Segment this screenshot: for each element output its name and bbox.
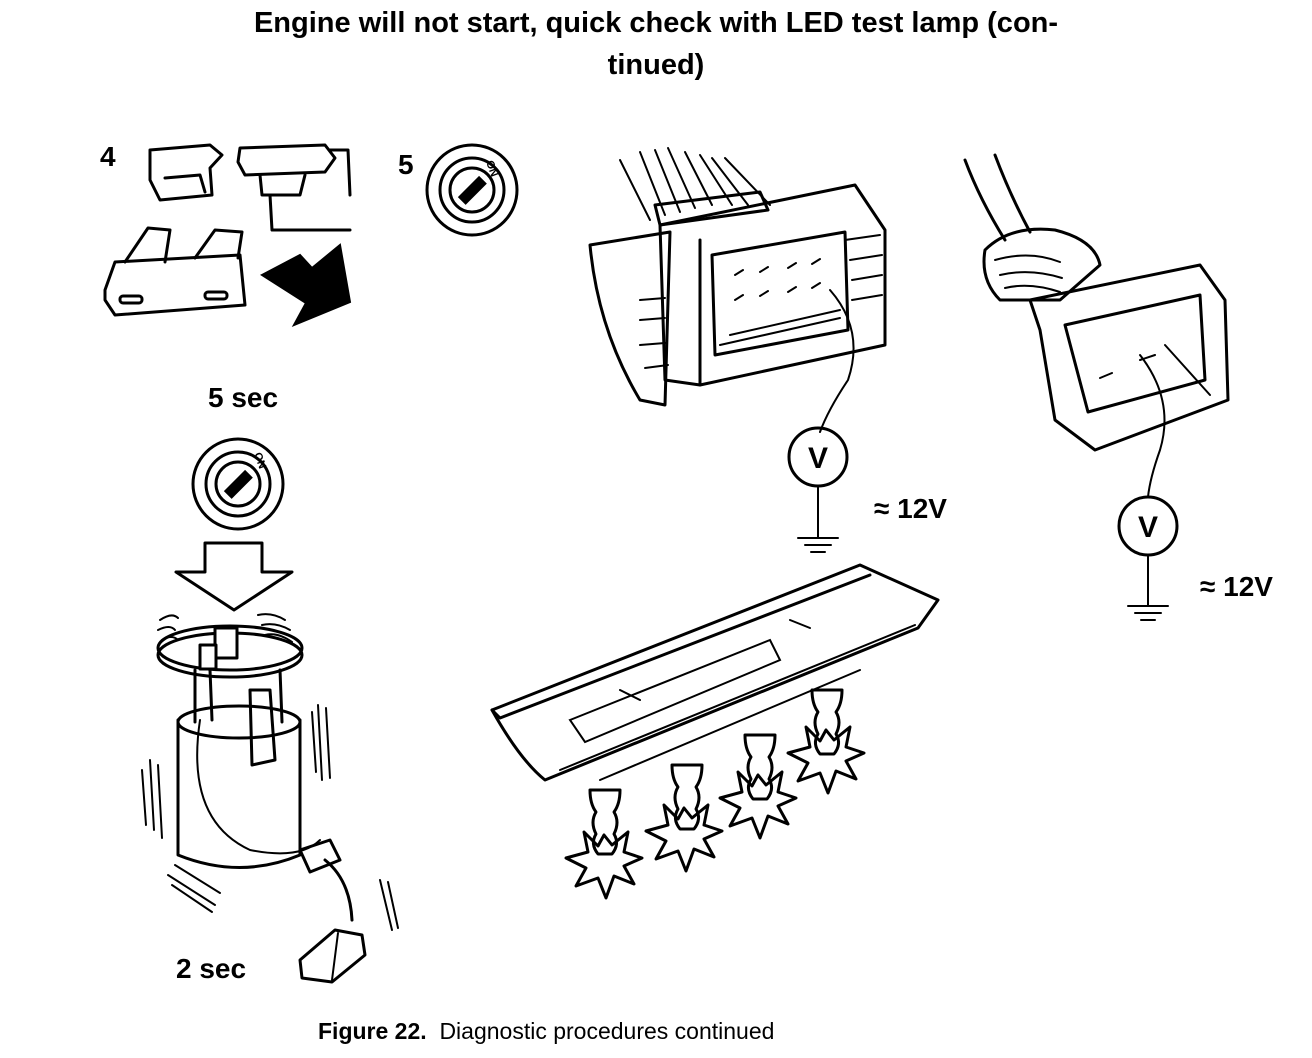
page-title-line2: tinued): [607, 49, 705, 81]
fuel-pump-illustration: [141, 613, 399, 984]
svg-text:V: V: [808, 442, 828, 475]
step-4-number: 4: [100, 141, 116, 172]
svg-text:V: V: [1138, 511, 1158, 544]
ignition-duration-label: 5 sec: [208, 382, 279, 413]
figure-caption-text: Diagnostic procedures continued: [439, 1018, 775, 1044]
injector-harness-connector: [588, 147, 887, 433]
ignition-switch-icon: ON: [425, 143, 519, 237]
step-5-number: 5: [398, 149, 414, 180]
svg-text:ON: ON: [483, 159, 500, 179]
sensor-harness-connector: [963, 153, 1230, 498]
voltage-reading-sensor: ≈ 12V: [1200, 571, 1273, 602]
ignition-coil-rail: [490, 563, 940, 900]
spark-icon: [718, 770, 798, 840]
svg-text:ON: ON: [251, 451, 268, 471]
voltage-reading-injector: ≈ 12V: [874, 493, 947, 524]
down-arrow-icon: [174, 541, 294, 612]
fuse-removal-illustration: [103, 143, 352, 327]
voltmeter-sensor-icon: V: [1117, 495, 1179, 621]
figure-caption: Figure 22. Diagnostic procedures continu…: [318, 1018, 774, 1044]
ignition-switch-on-icon: ON: [191, 437, 285, 531]
fuse-pull-arrow-icon: [260, 243, 352, 327]
spark-icon: [644, 803, 724, 873]
spark-icon: [564, 830, 644, 900]
spark-icon: [786, 725, 866, 795]
voltmeter-injector-icon: V: [787, 426, 849, 553]
pump-run-duration-label: 2 sec: [176, 953, 247, 984]
page-title-line1: Engine will not start, quick check with …: [253, 7, 1059, 39]
figure-number: Figure 22.: [318, 1018, 427, 1044]
